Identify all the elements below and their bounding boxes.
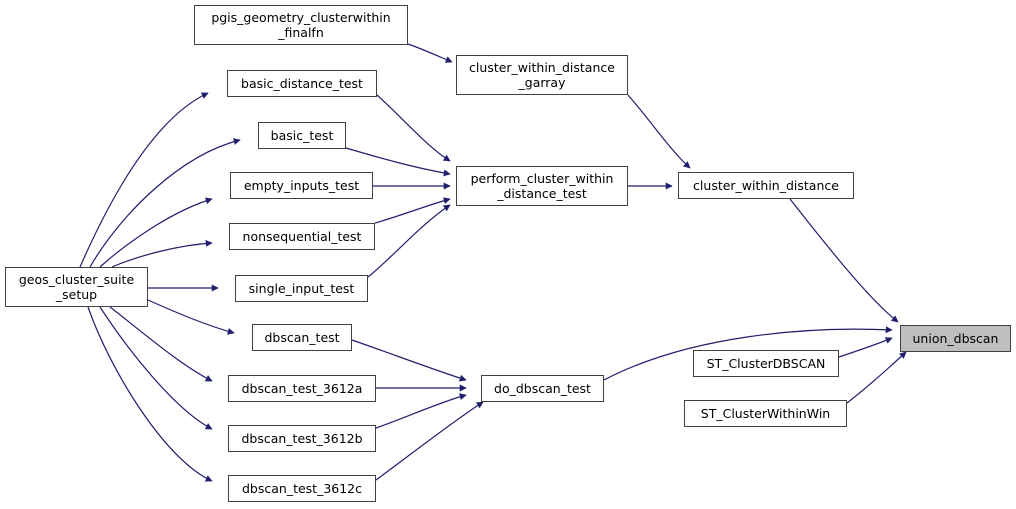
node-label: basic_test: [270, 128, 334, 143]
node-basic_distance_test[interactable]: basic_distance_test: [227, 70, 377, 97]
node-label: dbscan_test_3612b: [241, 431, 363, 446]
node-dbscan_test_3612b[interactable]: dbscan_test_3612b: [228, 425, 376, 452]
node-label: dbscan_test_3612a: [241, 381, 363, 396]
edge-cluster_within_distance--union_dbscan: [789, 198, 899, 323]
node-dbscan_test[interactable]: dbscan_test: [252, 324, 352, 351]
edge-nonsequential_test--perform_cluster_within_distance_test: [374, 197, 451, 224]
node-empty_inputs_test[interactable]: empty_inputs_test: [230, 172, 373, 199]
node-label: ST_ClusterWithinWin: [700, 406, 831, 421]
edge-geos_cluster_suite_setup--basic_test: [89, 138, 241, 268]
edge-geos_cluster_suite_setup--nonsequential_test: [111, 239, 213, 268]
edge-geos_cluster_suite_setup--dbscan_test_3612b: [99, 306, 213, 430]
edge-geos_cluster_suite_setup--basic_distance_test: [79, 92, 209, 268]
edge-dbscan_test_3612b--do_dbscan_test: [375, 393, 467, 429]
node-label: cluster_within_distance: [693, 178, 839, 193]
edge-single_input_test--perform_cluster_within_distance_test: [367, 204, 451, 278]
node-label: geos_cluster_suite _setup: [18, 272, 135, 302]
edge-basic_distance_test--perform_cluster_within_distance_test: [376, 94, 451, 162]
edge-geos_cluster_suite_setup--dbscan_test_3612a: [109, 306, 213, 382]
node-pgis_geometry_clusterwithin_finalfn[interactable]: pgis_geometry_clusterwithin _finalfn: [194, 5, 408, 45]
node-label: basic_distance_test: [241, 76, 363, 91]
node-label: single_input_test: [248, 281, 355, 296]
edge-basic_test--perform_cluster_within_distance_test: [345, 147, 451, 177]
node-perform_cluster_within_distance_test[interactable]: perform_cluster_within _distance_test: [456, 166, 628, 206]
node-cluster_within_distance_garray[interactable]: cluster_within_distance _garray: [456, 55, 628, 95]
edge-cluster_within_distance_garray--cluster_within_distance: [627, 94, 691, 169]
edge-ST_ClusterDBSCAN--union_dbscan: [838, 337, 893, 358]
edge-geos_cluster_suite_setup--dbscan_test: [147, 299, 235, 335]
node-label: nonsequential_test: [242, 229, 362, 244]
edge-geos_cluster_suite_setup--empty_inputs_test: [99, 197, 213, 268]
node-label: dbscan_test: [264, 330, 340, 345]
node-label: perform_cluster_within _distance_test: [470, 171, 614, 201]
node-label: empty_inputs_test: [243, 178, 360, 193]
node-label: union_dbscan: [912, 331, 999, 346]
node-label: ST_ClusterDBSCAN: [706, 356, 826, 371]
edge-geos_cluster_suite_setup--dbscan_test_3612c: [87, 306, 213, 482]
node-geos_cluster_suite_setup[interactable]: geos_cluster_suite _setup: [5, 267, 148, 307]
node-nonsequential_test[interactable]: nonsequential_test: [229, 223, 375, 250]
node-do_dbscan_test[interactable]: do_dbscan_test: [481, 375, 604, 402]
node-basic_test[interactable]: basic_test: [258, 122, 346, 149]
node-union_dbscan[interactable]: union_dbscan: [900, 325, 1011, 352]
node-label: do_dbscan_test: [494, 381, 591, 396]
node-dbscan_test_3612a[interactable]: dbscan_test_3612a: [228, 375, 376, 402]
edge-dbscan_test--do_dbscan_test: [351, 339, 467, 382]
edge-pgis_geometry_clusterwithin_finalfn--cluster_within_distance_garray: [407, 43, 453, 63]
node-label: pgis_geometry_clusterwithin _finalfn: [211, 10, 391, 40]
node-label: dbscan_test_3612c: [241, 481, 363, 496]
node-label: cluster_within_distance _garray: [469, 60, 615, 90]
edge-ST_ClusterWithinWin--union_dbscan: [846, 351, 907, 404]
node-ST_ClusterWithinWin[interactable]: ST_ClusterWithinWin: [684, 400, 847, 427]
edge-dbscan_test_3612c--do_dbscan_test: [375, 401, 484, 481]
node-ST_ClusterDBSCAN[interactable]: ST_ClusterDBSCAN: [693, 350, 839, 377]
node-dbscan_test_3612c[interactable]: dbscan_test_3612c: [228, 475, 376, 502]
node-cluster_within_distance[interactable]: cluster_within_distance: [678, 172, 854, 199]
node-single_input_test[interactable]: single_input_test: [235, 275, 368, 302]
